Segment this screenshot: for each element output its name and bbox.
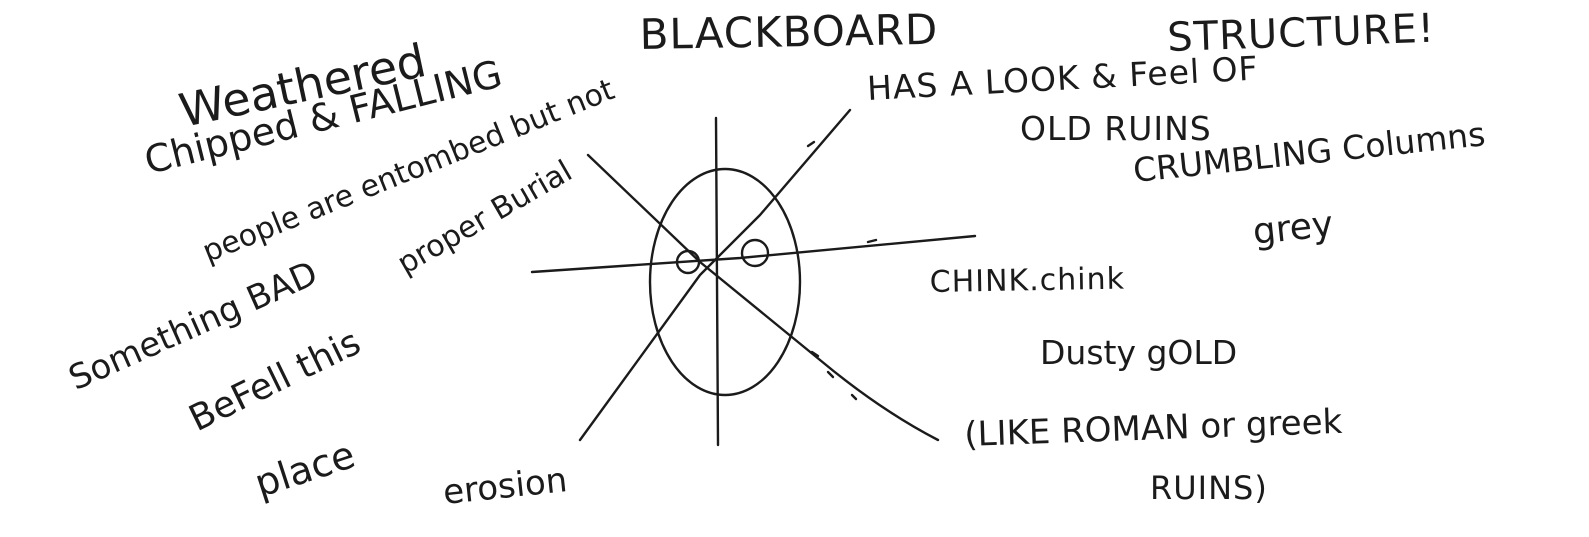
vertical-spoke (716, 118, 718, 445)
diagonal-spoke-falling (588, 155, 938, 440)
note-grey: grey (1251, 207, 1335, 251)
tick-mark (808, 142, 814, 146)
note-dusty-gold: Dusty gOLD (1040, 336, 1237, 369)
note-chink: CHINK.chink (929, 265, 1125, 298)
tick-mark (852, 395, 856, 399)
title-blackboard: BLACKBOARD (639, 9, 938, 56)
hub-circle-right (742, 240, 768, 266)
note-old-ruins: OLD RUINS (1020, 112, 1212, 145)
tick-mark (868, 240, 876, 242)
tick-mark (828, 372, 833, 377)
note-ruins: RUINS) (1150, 472, 1268, 504)
